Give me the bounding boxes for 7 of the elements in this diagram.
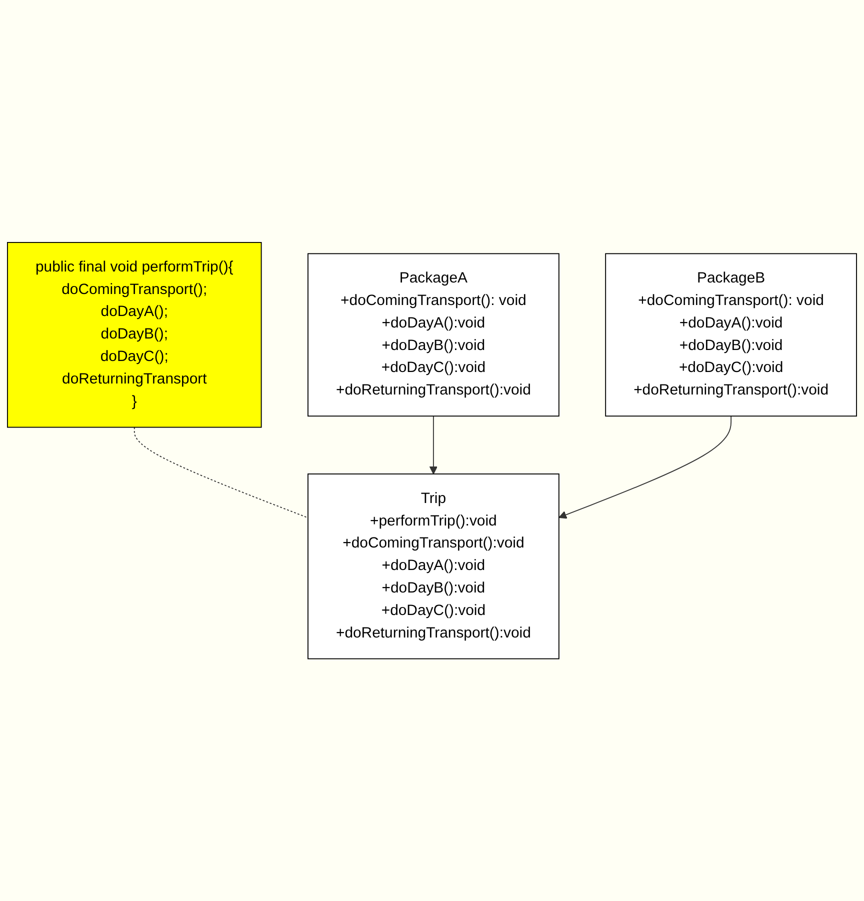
node-box: PackageA +doComingTransport(): void +doDayA():void +doDayB():void +doDayC():void +doReturningTransport():void: [308, 253, 560, 416]
arrow: [558, 415, 732, 519]
node-box: Trip +performTrip():void +doComingTransport():void +doDayA():void +doDayB():void +doDayC():void +doReturningTransport():void: [308, 473, 560, 660]
connector: [134, 426, 308, 518]
node-box: public final void performTrip(){ doComingTransport(); doDayA(); doDayB(); doDayC(); doReturningTransport }: [7, 242, 262, 428]
arrow: [429, 415, 438, 474]
node-box: PackageB +doComingTransport(): void +doDayA():void +doDayB():void +doDayC():void +doReturningTransport():void: [605, 253, 857, 416]
